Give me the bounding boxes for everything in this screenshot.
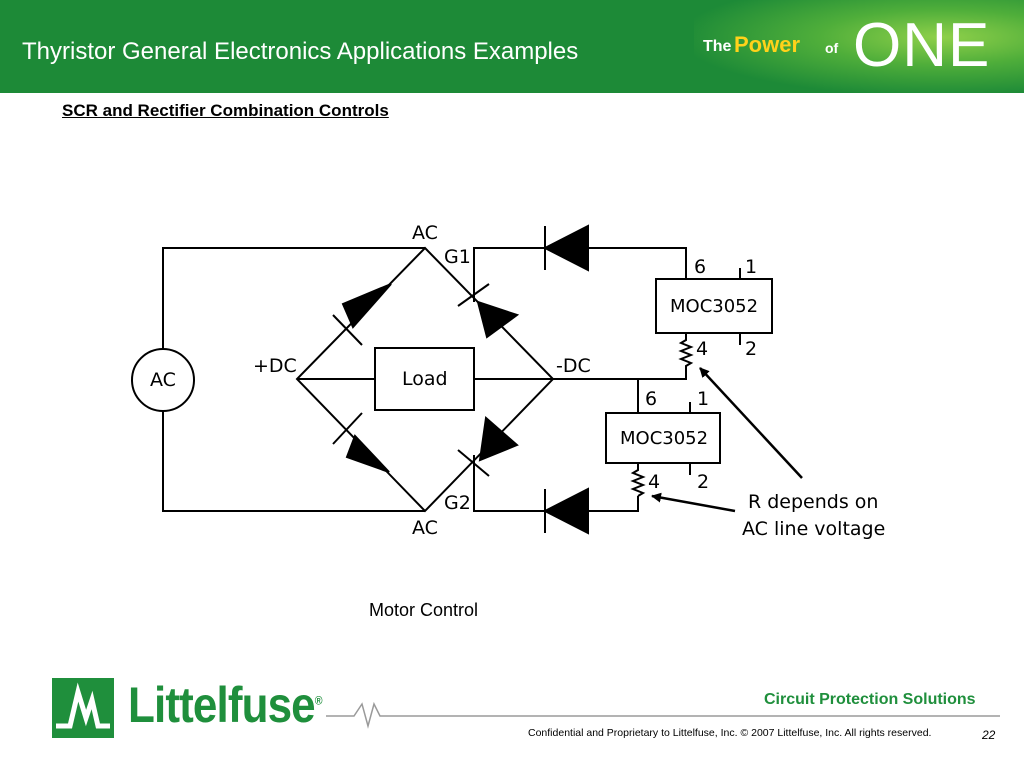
label-ac-top: AC <box>412 222 438 244</box>
note-arrows <box>651 367 803 513</box>
littelfuse-mark-icon <box>56 682 110 729</box>
brand-the: The <box>703 38 732 55</box>
diode-g2 <box>542 487 589 535</box>
scr-lower-right <box>478 416 519 462</box>
wire-ac-top <box>162 247 425 349</box>
slide-header: Thyristor General Electronics Applicatio… <box>0 0 1024 93</box>
circuit-protection-tagline: Circuit Protection Solutions <box>764 691 976 708</box>
label-pin2-lower: 2 <box>697 471 709 493</box>
diagram-caption: Motor Control <box>369 600 479 620</box>
confidential-notice: Confidential and Proprietary to Littelfu… <box>528 727 932 739</box>
label-pin2-upper: 2 <box>745 338 757 360</box>
label-g1: G1 <box>444 246 471 268</box>
brand-of: of <box>825 40 839 56</box>
note-line-1: R depends on <box>748 491 878 513</box>
label-moc-upper: MOC3052 <box>670 296 758 317</box>
label-load: Load <box>402 368 448 390</box>
scr-upper-right-bar <box>457 283 490 307</box>
company-name: Littelfuse <box>128 677 316 733</box>
littelfuse-logo-mark <box>52 678 114 738</box>
gate-diodes <box>542 224 589 535</box>
load-box <box>374 347 475 411</box>
slide-title: Thyristor General Electronics Applicatio… <box>22 38 579 65</box>
label-pin6-lower: 6 <box>645 388 657 410</box>
label-pin1-lower: 1 <box>697 388 709 410</box>
label-pin4-upper: 4 <box>696 338 708 360</box>
resistor-lower <box>630 463 646 497</box>
header-glow <box>694 0 1024 93</box>
brand-power: Power <box>734 32 801 57</box>
label-minus-dc: -DC <box>556 355 591 377</box>
wire-minus-dc-upper <box>638 375 687 380</box>
brand-one: ONE <box>853 11 991 80</box>
bridge-diamond <box>295 246 555 513</box>
power-of-one-logo: The Power of ONE <box>700 11 1000 84</box>
label-moc-lower: MOC3052 <box>620 428 708 449</box>
ac-source <box>131 348 195 412</box>
footer-rule <box>326 701 1000 729</box>
littelfuse-wordmark: Littelfuse® <box>128 676 323 734</box>
label-ac-bottom: AC <box>412 517 438 539</box>
label-pin4-lower: 4 <box>648 471 660 493</box>
label-pin6-upper: 6 <box>694 256 706 278</box>
diode-upper-left <box>341 283 392 329</box>
label-pin1-upper: 1 <box>745 256 757 278</box>
section-title: SCR and Rectifier Combination Controls <box>62 101 389 120</box>
bridge-diodes <box>332 283 520 477</box>
moc3052-upper <box>655 278 773 334</box>
scr-lower-right-bar <box>457 449 490 477</box>
arrow-to-lower-resistor <box>651 492 736 513</box>
moc3052-lower <box>605 412 721 464</box>
wire-minus-dc <box>553 378 639 412</box>
diode-upper-left-bar <box>332 314 363 346</box>
label-g2: G2 <box>444 492 471 514</box>
scr-upper-right <box>476 300 520 339</box>
label-plus-dc: +DC <box>253 355 297 377</box>
circuit-wires <box>162 246 741 513</box>
diode-lower-left-bar <box>332 412 363 445</box>
page-number: 22 <box>982 728 996 742</box>
diode-g1 <box>542 224 589 272</box>
wire-ac-bottom <box>162 411 425 512</box>
note-line-2: AC line voltage <box>742 518 885 540</box>
label-ac-source: AC <box>150 369 176 391</box>
registered-mark: ® <box>314 693 323 708</box>
arrow-to-upper-resistor <box>699 367 803 479</box>
resistor-upper <box>678 333 694 375</box>
diode-lower-left <box>345 434 390 473</box>
